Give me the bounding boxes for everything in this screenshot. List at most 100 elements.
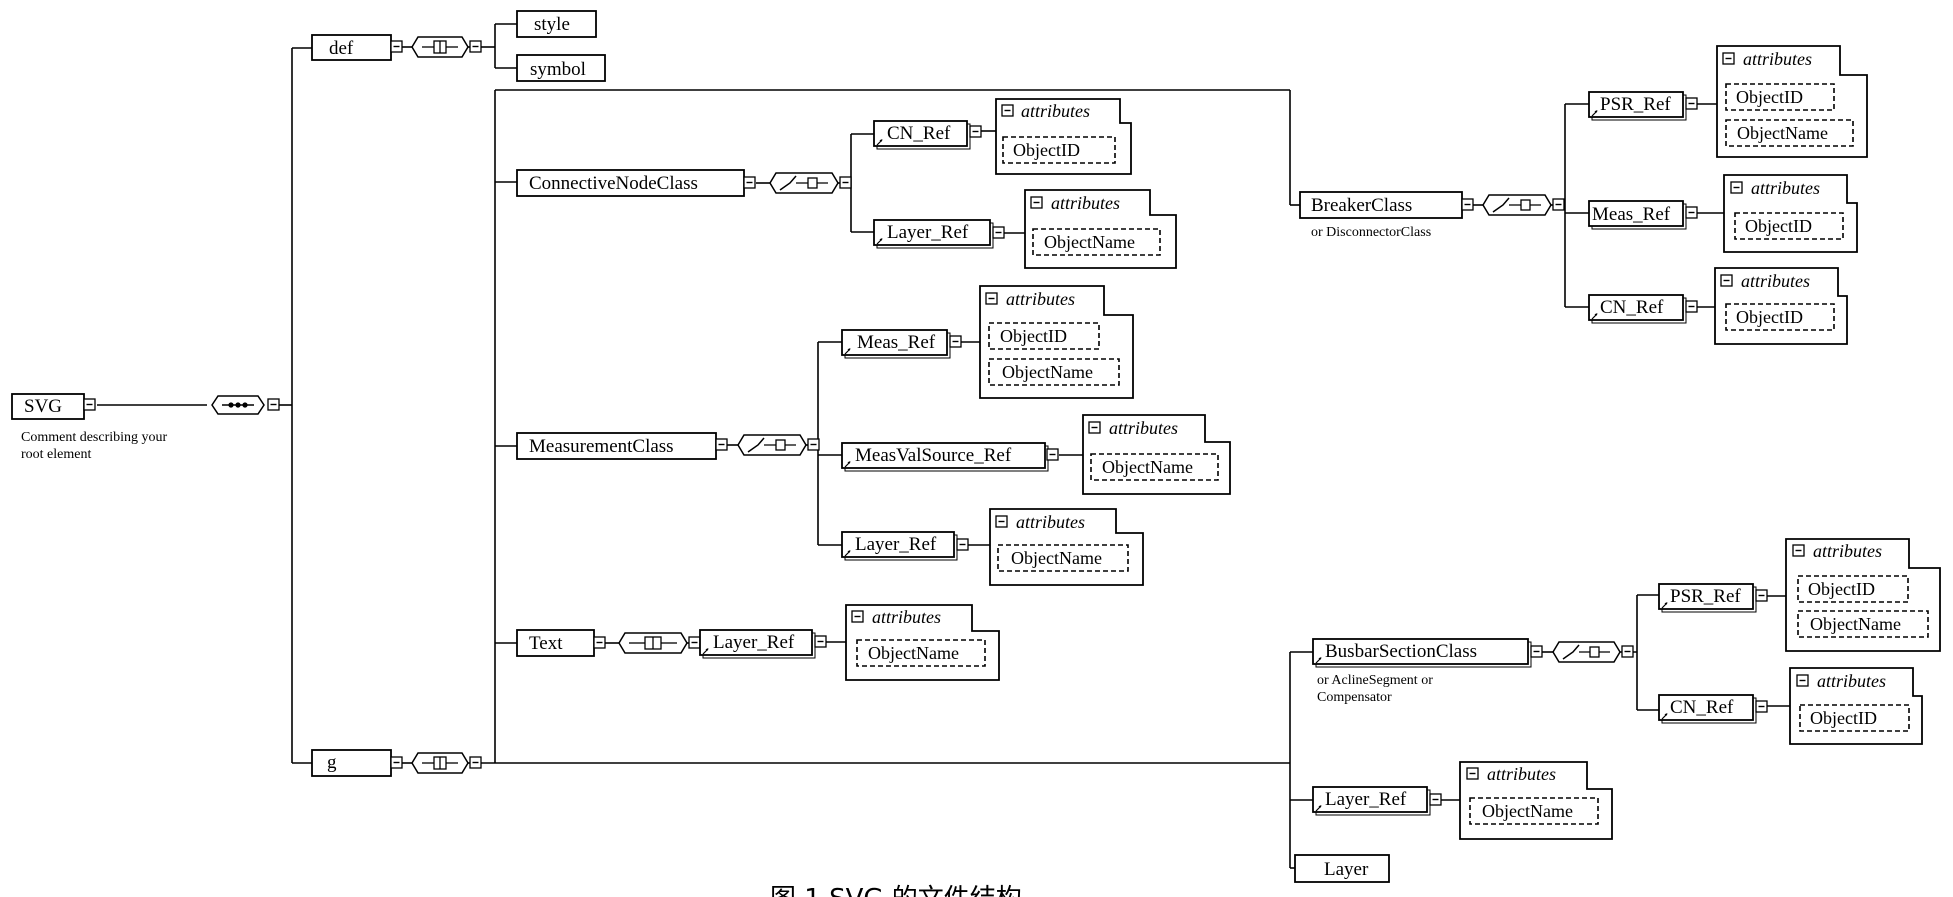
attributes-label: attributes: [1813, 541, 1882, 561]
attributes-panel-meas-ref: attributes ObjectID: [1723, 174, 1858, 253]
sequence-compositor-icon[interactable]: [769, 172, 852, 194]
collapse-icon[interactable]: [807, 438, 820, 451]
collapse-icon[interactable]: [839, 176, 852, 189]
sequence-compositor-icon[interactable]: [1552, 641, 1634, 663]
attr-object-id: ObjectID: [1000, 326, 1067, 346]
collapse-icon[interactable]: [1001, 104, 1014, 117]
attributes-panel-layer-ref: attributes ObjectName: [1024, 189, 1177, 269]
attr-object-id: ObjectID: [1013, 140, 1080, 160]
attr-object-id: ObjectID: [1736, 87, 1803, 107]
element-layer-ref[interactable]: Layer_Ref: [873, 219, 1005, 249]
element-cn-ref[interactable]: CN_Ref: [873, 120, 982, 150]
collapse-icon[interactable]: [956, 538, 969, 551]
collapse-icon[interactable]: [83, 398, 96, 411]
element-measvalsource-ref[interactable]: MeasValSource_Ref: [841, 442, 1059, 472]
attributes-panel-psr-ref: attributes ObjectID ObjectName: [1716, 45, 1868, 158]
collapse-icon[interactable]: [267, 398, 280, 411]
collapse-icon[interactable]: [1755, 589, 1768, 602]
collapse-icon[interactable]: [851, 610, 864, 623]
collapse-icon[interactable]: [1429, 793, 1442, 806]
element-layer-ref[interactable]: Layer_Ref: [1312, 786, 1442, 816]
element-cn-ref[interactable]: CN_Ref: [1658, 694, 1768, 724]
collapse-icon[interactable]: [1621, 645, 1634, 658]
element-layer[interactable]: Layer: [1294, 854, 1390, 883]
element-meas-ref[interactable]: Meas_Ref: [1588, 200, 1698, 230]
collapse-icon[interactable]: [390, 40, 403, 53]
collapse-icon[interactable]: [688, 636, 701, 649]
collapse-icon[interactable]: [1792, 544, 1805, 557]
element-connective-node-class[interactable]: ConnectiveNodeClass: [516, 169, 756, 197]
collapse-icon[interactable]: [1030, 196, 1043, 209]
attr-object-id: ObjectID: [1736, 307, 1803, 327]
element-measurement-class[interactable]: MeasurementClass: [516, 432, 728, 460]
symbol-label: symbol: [530, 59, 586, 80]
element-layer-ref[interactable]: Layer_Ref: [841, 531, 969, 561]
choice-compositor-icon[interactable]: [411, 36, 482, 58]
collapse-icon[interactable]: [1720, 274, 1733, 287]
style-label: style: [534, 14, 570, 35]
collapse-icon[interactable]: [1685, 300, 1698, 313]
element-psr-ref[interactable]: PSR_Ref: [1588, 91, 1698, 121]
root-element-svg[interactable]: SVG: [11, 393, 96, 420]
collapse-icon[interactable]: [1046, 448, 1059, 461]
busbar-note-line1: or AclineSegment or: [1317, 673, 1433, 688]
def-label: def: [329, 38, 354, 59]
attributes-label: attributes: [1741, 271, 1810, 291]
collapse-icon[interactable]: [1685, 206, 1698, 219]
collapse-icon[interactable]: [1466, 767, 1479, 780]
element-def[interactable]: def: [311, 34, 403, 61]
element-breaker-class[interactable]: BreakerClass: [1299, 191, 1474, 219]
breaker-class-label: BreakerClass: [1311, 195, 1412, 216]
root-label: SVG: [24, 396, 62, 417]
choice-compositor-icon[interactable]: [618, 632, 701, 654]
collapse-icon[interactable]: [814, 635, 827, 648]
collapse-icon[interactable]: [969, 125, 982, 138]
choice-compositor-icon[interactable]: [411, 752, 482, 774]
attributes-label: attributes: [1751, 178, 1820, 198]
collapse-icon[interactable]: [743, 176, 756, 189]
psr-ref-label: PSR_Ref: [1670, 586, 1741, 607]
measvalsource-ref-label: MeasValSource_Ref: [855, 445, 1012, 466]
root-note-line1: Comment describing your: [21, 430, 168, 445]
collapse-icon[interactable]: [1722, 52, 1735, 65]
collapse-icon[interactable]: [715, 438, 728, 451]
attributes-label: attributes: [1743, 49, 1812, 69]
collapse-icon[interactable]: [469, 40, 482, 53]
root-note-line2: root element: [21, 447, 91, 462]
element-layer-ref[interactable]: Layer_Ref: [699, 629, 827, 659]
collapse-icon[interactable]: [1685, 97, 1698, 110]
element-psr-ref[interactable]: PSR_Ref: [1658, 583, 1768, 613]
sequence-compositor-icon[interactable]: [1482, 194, 1565, 216]
layer-label: Layer: [1324, 859, 1369, 880]
breaker-class-note: or DisconnectorClass: [1311, 225, 1431, 240]
collapse-icon[interactable]: [1730, 181, 1743, 194]
element-busbar-section-class[interactable]: BusbarSectionClass: [1312, 638, 1543, 668]
attributes-panel-psr-ref: attributes ObjectID ObjectName: [1785, 538, 1941, 652]
element-meas-ref[interactable]: Meas_Ref: [841, 329, 962, 359]
collapse-icon[interactable]: [1530, 645, 1543, 658]
collapse-icon[interactable]: [390, 756, 403, 769]
element-text[interactable]: Text: [516, 629, 606, 657]
collapse-icon[interactable]: [1552, 198, 1565, 211]
text-label: Text: [529, 633, 563, 654]
sequence-compositor-icon[interactable]: [211, 395, 280, 415]
collapse-icon[interactable]: [593, 636, 606, 649]
collapse-icon[interactable]: [985, 292, 998, 305]
collapse-icon[interactable]: [1755, 700, 1768, 713]
collapse-icon[interactable]: [992, 226, 1005, 239]
collapse-icon[interactable]: [469, 756, 482, 769]
meas-ref-label: Meas_Ref: [1592, 204, 1671, 225]
collapse-icon[interactable]: [995, 515, 1008, 528]
cn-ref-label: CN_Ref: [887, 123, 951, 144]
element-cn-ref[interactable]: CN_Ref: [1588, 294, 1698, 324]
element-symbol[interactable]: symbol: [516, 54, 606, 82]
attributes-panel-cn-ref: attributes ObjectID: [1714, 267, 1848, 345]
attributes-label: attributes: [1051, 193, 1120, 213]
collapse-icon[interactable]: [1088, 421, 1101, 434]
collapse-icon[interactable]: [1796, 674, 1809, 687]
sequence-compositor-icon[interactable]: [737, 434, 820, 456]
element-style[interactable]: style: [516, 10, 597, 38]
collapse-icon[interactable]: [1461, 198, 1474, 211]
element-g[interactable]: g: [311, 749, 403, 777]
collapse-icon[interactable]: [949, 335, 962, 348]
